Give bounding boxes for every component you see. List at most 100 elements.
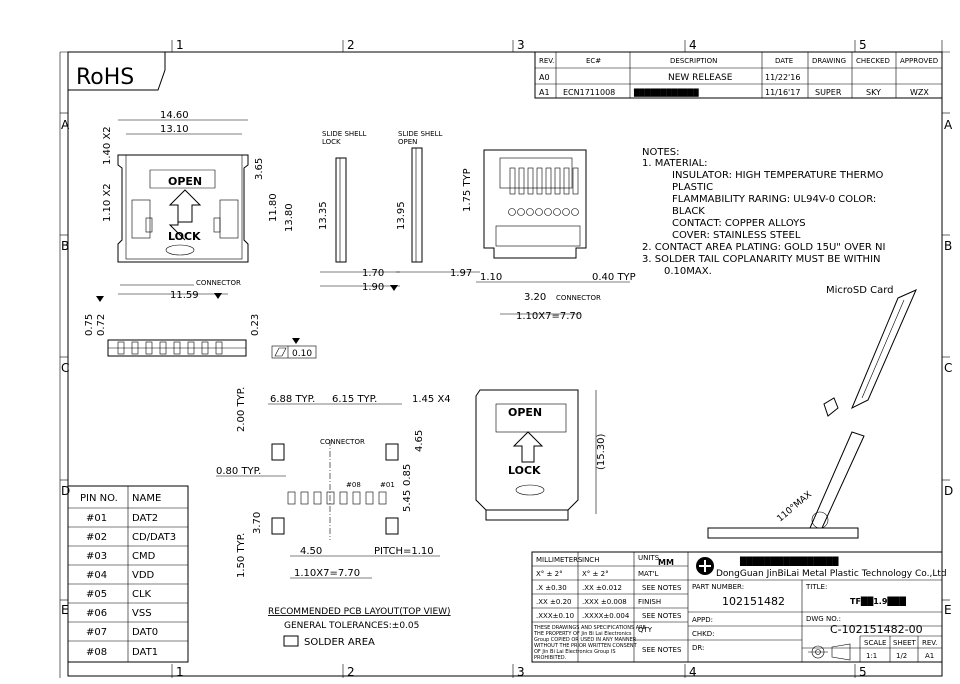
tb-disclaimer-6: PROHIBITED. — [534, 655, 567, 661]
title-block: MILLIMETERS INCH UNITS MM X° ± 2° X° ± 2… — [531, 551, 947, 663]
zone-left-e: E — [61, 603, 69, 617]
dim-0-85: 0.85 — [402, 464, 413, 486]
tb-disclaimer-3: Group COPIED OR USED IN ANY MANNER — [534, 637, 637, 643]
pcb-tolerance: GENERAL TOLERANCES:±0.05 — [284, 621, 419, 631]
rev-row1-rev: A0 — [539, 73, 550, 82]
tb-disclaimer-5: OF Jin Bi Lai Electronics Group IS — [534, 649, 616, 655]
tb-appd-label: APPD: — [692, 616, 713, 624]
dim-3-70: 3.70 — [252, 512, 263, 534]
note-line-3: PLASTIC — [672, 182, 713, 193]
tolerance-triangle-icon — [96, 296, 104, 302]
flatness-icon — [274, 347, 287, 357]
zone-top-1: 1 — [176, 38, 184, 52]
rev-row2-drawing: SUPER — [815, 88, 842, 97]
side-open-label-2: OPEN — [398, 138, 417, 146]
note-line-7: COVER: STAINLESS STEEL — [672, 230, 801, 241]
dim-3-20: 3.20 — [524, 292, 546, 303]
contact-row — [509, 167, 579, 195]
zone-right-c: C — [944, 361, 952, 375]
pcb-layout: 6.88 TYP. 6.15 TYP. 1.45 X4 2.00 TYP. CO… — [216, 387, 451, 648]
dim-1-10-x2: 1.10 X2 — [102, 183, 113, 222]
top-view: OPEN LOCK 14.60 13.10 1.40 X2 1.10 X2 3.… — [102, 110, 295, 301]
rev-row2-date: 11/16'17 — [765, 88, 800, 97]
dim-13-95: 13.95 — [396, 201, 407, 230]
pcb-connector-label: CONNECTOR — [320, 438, 365, 446]
dim-13-80: 13.80 — [284, 203, 295, 232]
zone-bottom-5: 5 — [859, 665, 867, 679]
tb-sheet-label: SHEET — [893, 639, 917, 647]
dim-6-15-typ: 6.15 TYP. — [332, 394, 377, 405]
dim-0-10: 0.10 — [292, 349, 312, 359]
tb-rev: A1 — [925, 652, 934, 660]
dim-1-50-typ: 1.50 TYP. — [236, 533, 247, 578]
dim-1-75-typ: 1.75 TYP — [462, 168, 473, 212]
pcb-layout-title: RECOMMENDED PCB LAYOUT(TOP VIEW) — [268, 607, 451, 617]
pin-name-02: CD/DAT3 — [132, 532, 176, 543]
side-open-label-1: SLIDE SHELL — [398, 130, 442, 138]
rev-row2-approved: WZX — [910, 88, 929, 97]
dim-6-88-typ: 6.88 TYP. — [270, 394, 315, 405]
dim-1-10: 1.10 — [480, 272, 502, 283]
zone-right-b: B — [944, 239, 952, 253]
company-logo-icon — [696, 557, 714, 575]
dim-0-40-typ: 0.40 TYP — [592, 272, 636, 283]
rev-header-checked: CHECKED — [856, 57, 890, 65]
pin-table-header-pin: PIN NO. — [80, 493, 118, 504]
dim-1-90: 1.90 — [362, 282, 384, 293]
pin-no-03: #03 — [86, 551, 107, 562]
dim-13-35: 13.35 — [318, 201, 329, 230]
tolerance-triangle-icon — [292, 338, 300, 344]
rev-header-date: DATE — [775, 57, 793, 65]
tb-disclaimer-2: THE PROPERTY OF Jin Bi Lai Electronics — [533, 631, 632, 637]
rev-row1-date: 11/22'16 — [765, 73, 800, 82]
top-zone-markers: 1 2 3 4 5 — [171, 38, 867, 52]
notes: NOTES: 1. MATERIAL: INSULATOR: HIGH TEMP… — [642, 147, 885, 277]
note-line-5: BLACK — [672, 206, 705, 217]
dim-13-10: 13.10 — [160, 124, 189, 135]
tb-disclaimer-1: THESE DRAWINGS AND SPECIFICATIONS ARE — [533, 625, 646, 631]
zone-left-b: B — [61, 239, 69, 253]
tb-matl-label: MAT'L — [638, 570, 658, 578]
rev-row2-rev: A1 — [539, 88, 550, 97]
zone-bottom-1: 1 — [176, 665, 184, 679]
pin-table-header-name: NAME — [132, 493, 161, 504]
top-view-open-label: OPEN — [168, 175, 202, 188]
tolerance-triangle-icon — [214, 293, 222, 299]
dim-4-50: 4.50 — [300, 546, 322, 557]
dim-4-65: 4.65 — [414, 430, 425, 452]
contact-pads — [508, 208, 579, 216]
pin-table: PIN NO. NAME #01 DAT2 #02 CD/DAT3 #03 CM… — [67, 485, 189, 663]
tb-dwg-no-label: DWG NO.: — [806, 615, 841, 623]
front-view-terminals — [117, 341, 223, 355]
projection-symbol-icon — [808, 643, 851, 661]
dim-3-65: 3.65 — [254, 158, 265, 180]
dim-1-97: 1.97 — [450, 268, 472, 279]
note-line-9: 3. SOLDER TAIL COPLANARITY MUST BE WITHI… — [642, 254, 881, 265]
front-view: 0.75 0.72 0.23 0.10 — [84, 296, 317, 359]
tb-title-value: TF██1.9███ — [850, 596, 907, 606]
solder-area-swatch — [283, 635, 299, 647]
tb-units-value: MM — [658, 558, 674, 567]
bottom-view-open-label: OPEN — [508, 406, 542, 419]
tb-tol-in-4: .XXXX±0.004 — [582, 612, 630, 620]
zone-top-4: 4 — [689, 38, 697, 52]
pin-name-07: DAT0 — [132, 627, 158, 638]
tb-dwg-no: C-102151482-00 — [830, 623, 923, 636]
pin-label-08: #08 — [346, 481, 361, 489]
top-view-connector-label: CONNECTOR — [196, 279, 241, 287]
zone-left-d: D — [61, 484, 70, 498]
tb-disclaimer-4: WITHOUT THE PRIOR WRITTEN CONSENT — [534, 643, 638, 649]
tb-qty-label: QTY — [638, 626, 653, 634]
note-line-4: FLAMMABILITY RARING: UL94V-0 COLOR: — [672, 194, 876, 205]
tb-scale: 1:1 — [866, 652, 877, 660]
tb-header-units: UNITS — [638, 554, 660, 562]
zone-top-2: 2 — [347, 38, 355, 52]
dim-1-40-x2: 1.40 X2 — [102, 126, 113, 165]
dim-1-70: 1.70 — [362, 268, 384, 279]
zone-right-d: D — [944, 484, 953, 498]
zone-bottom-4: 4 — [689, 665, 697, 679]
dim-0-72: 0.72 — [96, 314, 107, 336]
zone-top-5: 5 — [859, 38, 867, 52]
dim-5-45: 5.45 — [402, 490, 413, 512]
rohs-label: RoHS — [76, 65, 134, 90]
